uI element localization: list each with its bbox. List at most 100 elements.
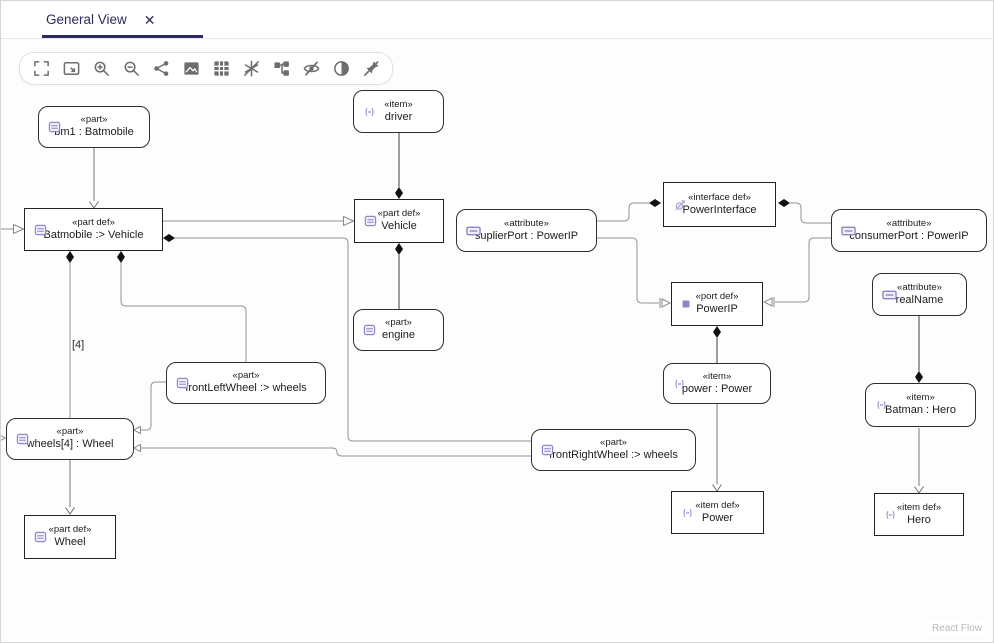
node-engine[interactable]: «part»engine	[353, 309, 444, 351]
node-name: frontRightWheel :> wheels	[549, 449, 678, 462]
part-icon	[34, 531, 47, 544]
active-tab-underline	[42, 35, 203, 38]
node-name: Wheel	[54, 536, 86, 549]
node-vehicle-def[interactable]: «part def»Vehicle	[354, 199, 444, 243]
diagram-toolbar	[19, 52, 393, 85]
item-icon	[673, 377, 686, 390]
node-name: realName	[895, 293, 944, 306]
node-stereotype: «part def»	[377, 208, 421, 220]
node-name: wheels[4] : Wheel	[26, 438, 114, 451]
node-name: suplierPort : PowerIP	[474, 229, 579, 242]
node-stereotype: «attribute»	[886, 217, 932, 229]
multiplicity-label: [4]	[72, 339, 85, 351]
node-power-item[interactable]: «item»power : Power	[663, 363, 771, 404]
node-wheel-def[interactable]: «part def»Wheel	[24, 515, 116, 559]
zoom-out-icon[interactable]	[116, 54, 146, 83]
attribute-icon	[882, 289, 897, 301]
node-stereotype: «part def»	[48, 524, 92, 536]
tab-bar: General View ✕	[1, 1, 993, 39]
node-name: consumerPort : PowerIP	[849, 229, 969, 242]
node-name: bm1 : Batmobile	[54, 126, 134, 139]
node-consumerport[interactable]: «attribute»consumerPort : PowerIP	[831, 209, 987, 252]
node-realname[interactable]: «attribute»realName	[872, 273, 967, 316]
node-name: Hero	[907, 513, 931, 526]
node-frontleftwheel[interactable]: «part»frontLeftWheel :> wheels	[166, 362, 326, 404]
edge-suplierport-to-powerip-typed[interactable]	[597, 237, 659, 303]
node-name: frontLeftWheel :> wheels	[185, 382, 307, 395]
zoom-in-icon[interactable]	[86, 54, 116, 83]
edge-frontleftwheel-to-wheels[interactable]	[141, 381, 167, 430]
node-powerinterface-def[interactable]: «interface def»PowerInterface	[663, 182, 776, 227]
image-icon[interactable]	[176, 54, 206, 83]
attribute-icon	[841, 225, 856, 237]
node-stereotype: «part def»	[72, 216, 115, 228]
edge-frontleftwheel-to-batmobile-composition[interactable]	[117, 251, 247, 362]
node-name: power : Power	[681, 382, 753, 395]
item-icon	[875, 399, 888, 412]
grid-icon[interactable]	[206, 54, 236, 83]
node-bm1[interactable]: «part»bm1 : Batmobile	[38, 106, 150, 148]
part-icon	[176, 377, 189, 390]
contrast-icon[interactable]	[326, 54, 356, 83]
node-stereotype: «item»	[384, 98, 413, 110]
node-wheels[interactable]: «part»wheels[4] : Wheel	[6, 418, 134, 460]
node-name: engine	[381, 329, 416, 342]
node-stereotype: «item»	[702, 370, 732, 382]
edge-frontrightwheel-to-batmobile-composition[interactable]	[163, 234, 531, 442]
attribute-icon	[466, 225, 481, 237]
node-name: Power	[701, 511, 734, 524]
node-stereotype: «part»	[80, 114, 108, 126]
part-icon	[541, 444, 554, 457]
node-powerip-def[interactable]: «port def»PowerIP	[671, 282, 763, 326]
item-icon	[884, 508, 897, 521]
node-stereotype: «part»	[56, 426, 84, 438]
snap-off-icon[interactable]	[236, 54, 266, 83]
tab-label: General View	[46, 12, 127, 27]
edge-suplierport-to-powerinterface-composition[interactable]	[597, 199, 661, 222]
pin-off-icon[interactable]	[356, 54, 386, 83]
fullscreen-icon[interactable]	[26, 54, 56, 83]
item-icon	[363, 105, 376, 118]
node-stereotype: «part»	[600, 437, 627, 449]
react-flow-attribution[interactable]: React Flow	[927, 621, 986, 636]
share-icon[interactable]	[146, 54, 176, 83]
part-icon	[16, 433, 29, 446]
part-icon	[48, 121, 61, 134]
node-driver[interactable]: «item»driver	[353, 90, 444, 133]
edge-consumerport-to-powerip-typed[interactable]	[775, 237, 831, 302]
part-icon	[364, 215, 377, 228]
tab-general-view[interactable]: General View ✕	[46, 1, 156, 38]
port-icon	[681, 299, 691, 309]
node-stereotype: «item def»	[695, 499, 740, 511]
node-batmobile-def[interactable]: «part def»Batmobile :> Vehicle	[24, 208, 163, 251]
part-icon	[363, 324, 376, 337]
node-stereotype: «part»	[385, 317, 412, 329]
node-name: PowerIP	[696, 303, 738, 316]
eye-off-icon[interactable]	[296, 54, 326, 83]
close-icon[interactable]: ✕	[143, 11, 156, 28]
edge-consumerport-to-powerinterface-composition[interactable]	[778, 199, 831, 224]
node-frontrightwheel[interactable]: «part»frontRightWheel :> wheels	[531, 429, 696, 471]
interface-icon	[673, 198, 687, 212]
tree-layout-icon[interactable]	[266, 54, 296, 83]
node-name: PowerInterface	[682, 203, 757, 216]
node-stereotype: «part»	[232, 370, 260, 382]
node-name: driver	[384, 110, 413, 123]
node-name: Batman : Hero	[885, 404, 956, 417]
node-power-def[interactable]: «item def»Power	[671, 491, 764, 534]
node-stereotype: «attribute»	[504, 217, 549, 229]
part-icon	[34, 223, 47, 236]
node-stereotype: «attribute»	[897, 281, 942, 293]
item-icon	[681, 506, 694, 519]
node-stereotype: «item»	[906, 392, 935, 404]
node-hero-def[interactable]: «item def»Hero	[874, 493, 964, 536]
frame-arrow-icon[interactable]	[56, 54, 86, 83]
node-stereotype: «port def»	[695, 291, 739, 303]
edge-frontrightwheel-to-wheels[interactable]	[141, 448, 531, 457]
node-batman[interactable]: «item»Batman : Hero	[865, 383, 976, 427]
node-stereotype: «item def»	[896, 501, 942, 513]
node-suplierport[interactable]: «attribute»suplierPort : PowerIP	[456, 209, 597, 252]
